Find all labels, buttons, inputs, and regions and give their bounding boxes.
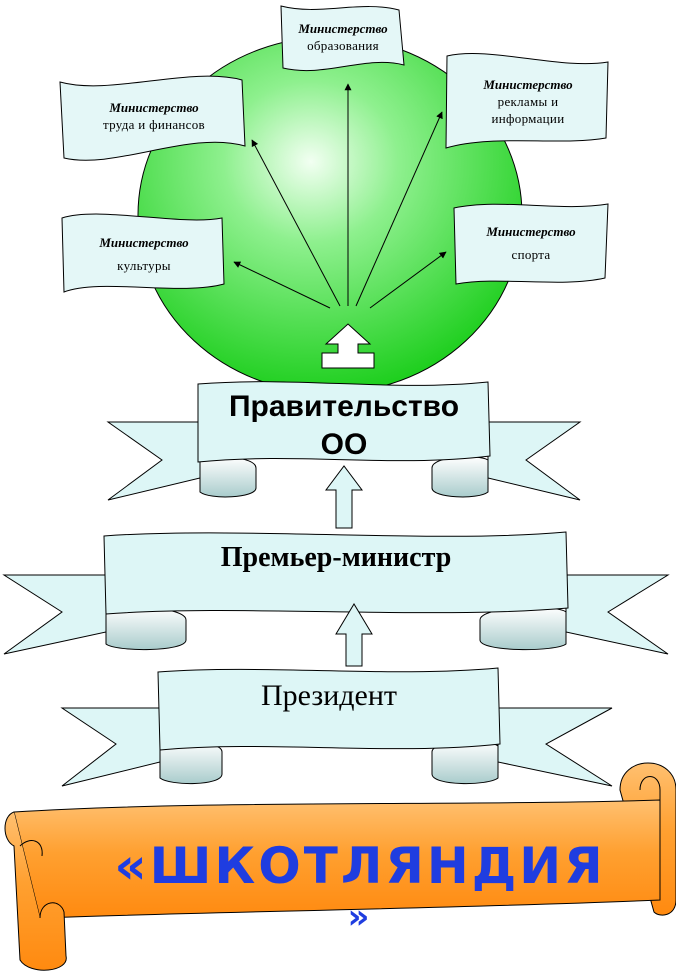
president-banner: [60, 667, 613, 787]
scroll-banner: [4, 762, 676, 971]
card-education: [280, 5, 405, 72]
ministry-culture: Министерство культуры: [66, 224, 222, 284]
government-line1: Правительство: [228, 390, 460, 423]
president-text: Президент: [261, 679, 397, 712]
prime-minister-banner: [2, 531, 670, 655]
prime-minister-label: Премьер-министр: [106, 538, 566, 578]
card-labor: [59, 75, 246, 161]
government-label: Правительство ОО: [198, 386, 490, 466]
ministry-education: Министерство образования: [283, 12, 403, 62]
president-label: Президент: [160, 674, 498, 718]
ministry-title: Министерство: [99, 235, 189, 250]
ministry-name: спорта: [511, 247, 551, 262]
ministry-title: Министерство: [486, 224, 576, 239]
ministry-name: труда и финансов: [103, 117, 205, 132]
prime-minister-text: Премьер-министр: [220, 542, 452, 573]
arrow-president-to-pm: [335, 603, 373, 667]
ministry-name: культуры: [117, 258, 171, 273]
card-culture: [61, 213, 225, 293]
ministry-sport: Министерство спорта: [458, 212, 604, 274]
card-advertising: [445, 53, 609, 149]
scroll-title-line2: »: [347, 897, 373, 937]
scroll-title: «ШКОТЛЯНДИЯ »: [70, 826, 650, 946]
ministry-name: информации: [491, 110, 565, 126]
government-line2: ОО: [320, 428, 368, 461]
ministry-title: Министерство: [109, 100, 199, 115]
ministry-name: рекламы и: [497, 93, 559, 109]
arrow-pm-to-government: [325, 465, 363, 529]
card-sport: [453, 203, 609, 285]
sphere-up-arrow: [321, 323, 375, 369]
ministry-advertising: Министерство рекламы и информации: [450, 66, 606, 136]
government-banner: [106, 381, 582, 501]
ministry-arrows: [233, 83, 447, 309]
ministry-labor: Министерство труда и финансов: [66, 88, 242, 144]
ministry-title: Министерство: [298, 21, 388, 36]
ministry-title: Министерство: [483, 76, 573, 92]
scroll-title-line1: «ШКОТЛЯНДИЯ: [114, 837, 606, 895]
ministry-name: образования: [307, 38, 379, 53]
